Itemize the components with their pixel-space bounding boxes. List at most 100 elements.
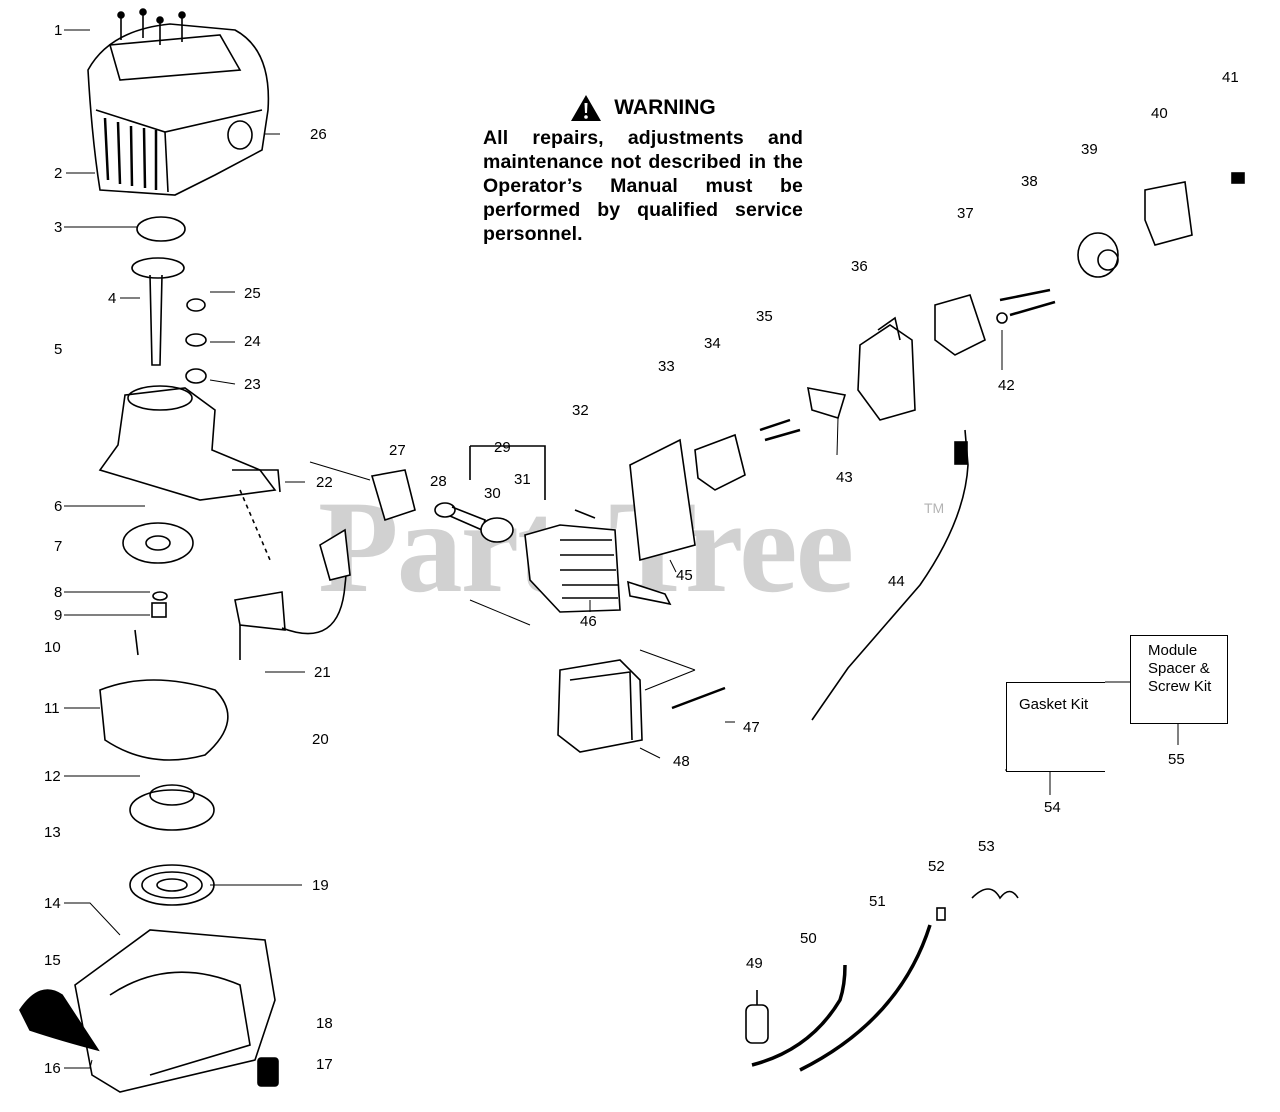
air-filter-cover-part [1144, 181, 1193, 246]
callout-21: 21 [314, 664, 331, 681]
callout-44: 44 [888, 573, 905, 590]
plate-part [99, 679, 229, 761]
callout-52: 52 [928, 858, 945, 875]
warning-header: WARNING [483, 94, 803, 122]
callout-3: 3 [54, 219, 62, 236]
trademark-mark: TM [924, 500, 945, 516]
fuel-line-part [751, 964, 847, 1067]
air-filter-base-part [934, 294, 986, 356]
callout-10: 10 [44, 639, 61, 656]
module-kit-box: Module Spacer & Screw Kit [1130, 635, 1228, 724]
callout-41: 41 [1222, 69, 1239, 86]
callout-7: 7 [54, 538, 62, 555]
air-filter-part [1077, 232, 1119, 278]
spark-plug-part [627, 580, 672, 606]
callout-36: 36 [851, 258, 868, 275]
washer-part [996, 312, 1008, 324]
callout-55: 55 [1168, 751, 1185, 768]
callout-47: 47 [743, 719, 760, 736]
callout-35: 35 [756, 308, 773, 325]
callout-15: 15 [44, 952, 61, 969]
callout-13: 13 [44, 824, 61, 841]
callout-49: 49 [746, 955, 763, 972]
callout-40: 40 [1151, 105, 1168, 122]
flywheel-part [122, 522, 194, 564]
callout-17: 17 [316, 1056, 333, 1073]
callout-38: 38 [1021, 173, 1038, 190]
fuel-filter-part [745, 990, 769, 1044]
callout-11: 11 [44, 700, 60, 717]
callout-34: 34 [704, 335, 721, 352]
engine-cover-part [87, 23, 270, 196]
nut-parts [134, 591, 168, 656]
callout-50: 50 [800, 930, 817, 947]
bolt-parts [999, 288, 1056, 317]
callout-24: 24 [244, 333, 261, 350]
callout-48: 48 [673, 753, 690, 770]
callout-31: 31 [514, 471, 531, 488]
callout-2: 2 [54, 165, 62, 182]
bearing-parts [185, 298, 207, 384]
callout-54: 54 [1044, 799, 1061, 816]
callout-12: 12 [44, 768, 61, 785]
callout-8: 8 [54, 584, 62, 601]
callout-45: 45 [676, 567, 693, 584]
adapter-part [694, 433, 746, 491]
gasket-kit-box: Gasket Kit [1006, 682, 1105, 772]
screw-parts-1 [117, 8, 186, 45]
knob-part [1231, 172, 1245, 184]
crankcase-part [98, 385, 281, 501]
callout-26: 26 [310, 126, 327, 143]
shaft-part [131, 257, 185, 366]
starter-handle-part [19, 989, 100, 1052]
fitting-part [936, 907, 946, 921]
cylinder-part [524, 509, 621, 613]
callout-29: 29 [494, 439, 511, 456]
callout-18: 18 [316, 1015, 333, 1032]
warning-triangle-icon [571, 95, 602, 121]
callout-16: 16 [44, 1060, 61, 1077]
callout-20: 20 [312, 731, 329, 748]
callout-51: 51 [869, 893, 886, 910]
callout-5: 5 [54, 341, 62, 358]
callout-14: 14 [44, 895, 61, 912]
callout-4: 4 [108, 290, 116, 307]
callout-42: 42 [998, 377, 1015, 394]
o-ring-part [136, 216, 186, 242]
callout-32: 32 [572, 402, 589, 419]
spring-part-47 [671, 686, 726, 710]
module-kit-label: Module Spacer & Screw Kit [1148, 642, 1212, 695]
ignition-module-part [234, 489, 351, 660]
callout-46: 46 [580, 613, 597, 630]
callout-22: 22 [316, 474, 333, 491]
callout-25: 25 [244, 285, 261, 302]
pulley-part [129, 784, 215, 831]
gasket-part [370, 469, 416, 522]
grommet-part [257, 1057, 279, 1087]
warning-text: All repairs, adjustments and maintenance… [483, 127, 803, 245]
callout-1: 1 [54, 22, 62, 39]
warning-notice: WARNING All repairs, adjustments and mai… [483, 94, 803, 246]
piston-assembly-part [434, 445, 546, 543]
clip-part [971, 888, 1019, 900]
intake-gasket-part [629, 438, 696, 562]
callout-43: 43 [836, 469, 853, 486]
callout-19: 19 [312, 877, 329, 894]
throttle-cable-part [811, 429, 969, 721]
muffler-part [557, 659, 643, 753]
starter-housing-part [74, 929, 276, 1093]
callout-23: 23 [244, 376, 261, 393]
callout-33: 33 [658, 358, 675, 375]
callout-39: 39 [1081, 141, 1098, 158]
gasket-kit-label: Gasket Kit [1019, 696, 1089, 713]
callout-30: 30 [484, 485, 501, 502]
callout-9: 9 [54, 607, 62, 624]
callout-28: 28 [430, 473, 447, 490]
fuel-line-part-51 [799, 924, 932, 1072]
warning-title: WARNING [614, 96, 716, 119]
carburetor-part [857, 316, 916, 421]
leader-lines [64, 29, 1179, 1069]
